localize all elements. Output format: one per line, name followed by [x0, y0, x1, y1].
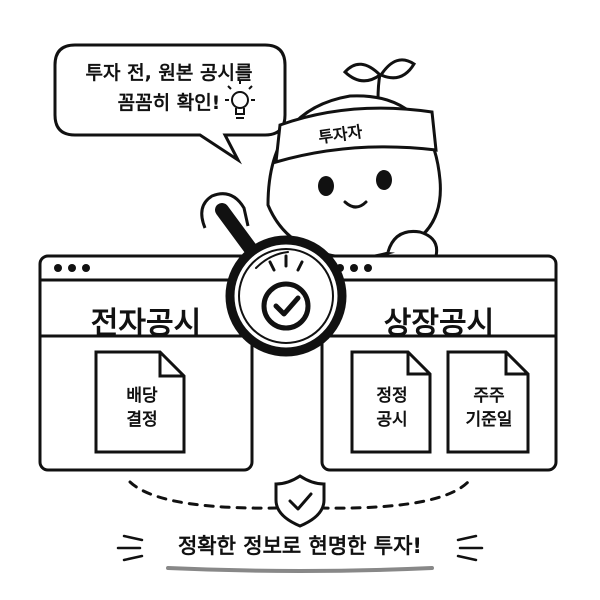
document-card	[446, 350, 530, 454]
slogan-sparkle-left	[116, 534, 144, 562]
slogan-text: 정확한 정보로 현명한 투자!	[177, 534, 423, 558]
checkmark-icon	[261, 254, 311, 331]
slogan-underline	[166, 566, 434, 573]
window-dot	[364, 264, 372, 272]
speech-bubble-text: 투자 전, 원본 공시를 꼼꼼히 확인!	[64, 58, 274, 118]
window-dot	[82, 264, 90, 272]
slogan-sparkle-right	[456, 534, 484, 562]
document-label-line2: 기준일	[465, 410, 513, 430]
window-dot	[68, 264, 76, 272]
window-dot	[54, 264, 62, 272]
document-label: 정정 공시	[356, 384, 428, 432]
window-dot	[350, 264, 358, 272]
document-label-line1: 정정	[376, 386, 408, 406]
right-window-title: 상장공시	[383, 306, 495, 341]
document-label-line2: 결정	[126, 410, 158, 430]
document-card	[350, 350, 432, 454]
document-card	[94, 350, 186, 454]
sprout-leaf-left	[342, 62, 383, 83]
speech-bubble-line1: 투자 전, 원본 공시를	[85, 62, 253, 84]
document-label-line1: 주주	[473, 386, 505, 406]
document-label-line1: 배당	[126, 386, 158, 406]
lightbulb-icon	[225, 80, 255, 119]
right-hand	[386, 229, 439, 257]
document-label: 배당 결정	[100, 384, 184, 432]
left-window-title: 전자공시	[90, 306, 202, 341]
sprout-leaf-right	[378, 58, 417, 80]
smile	[343, 200, 368, 209]
dashed-connector	[128, 480, 470, 510]
magnifier-handle	[215, 203, 257, 255]
headband	[274, 106, 438, 165]
speech-bubble-line2: 꼼꼼히 확인!	[117, 92, 221, 114]
left-eye	[318, 176, 334, 196]
document-label-line2: 공시	[376, 410, 408, 430]
document-label: 주주 기준일	[450, 384, 528, 432]
shield-check-icon	[274, 474, 326, 528]
speech-bubble	[53, 43, 287, 165]
right-eye	[376, 170, 392, 190]
